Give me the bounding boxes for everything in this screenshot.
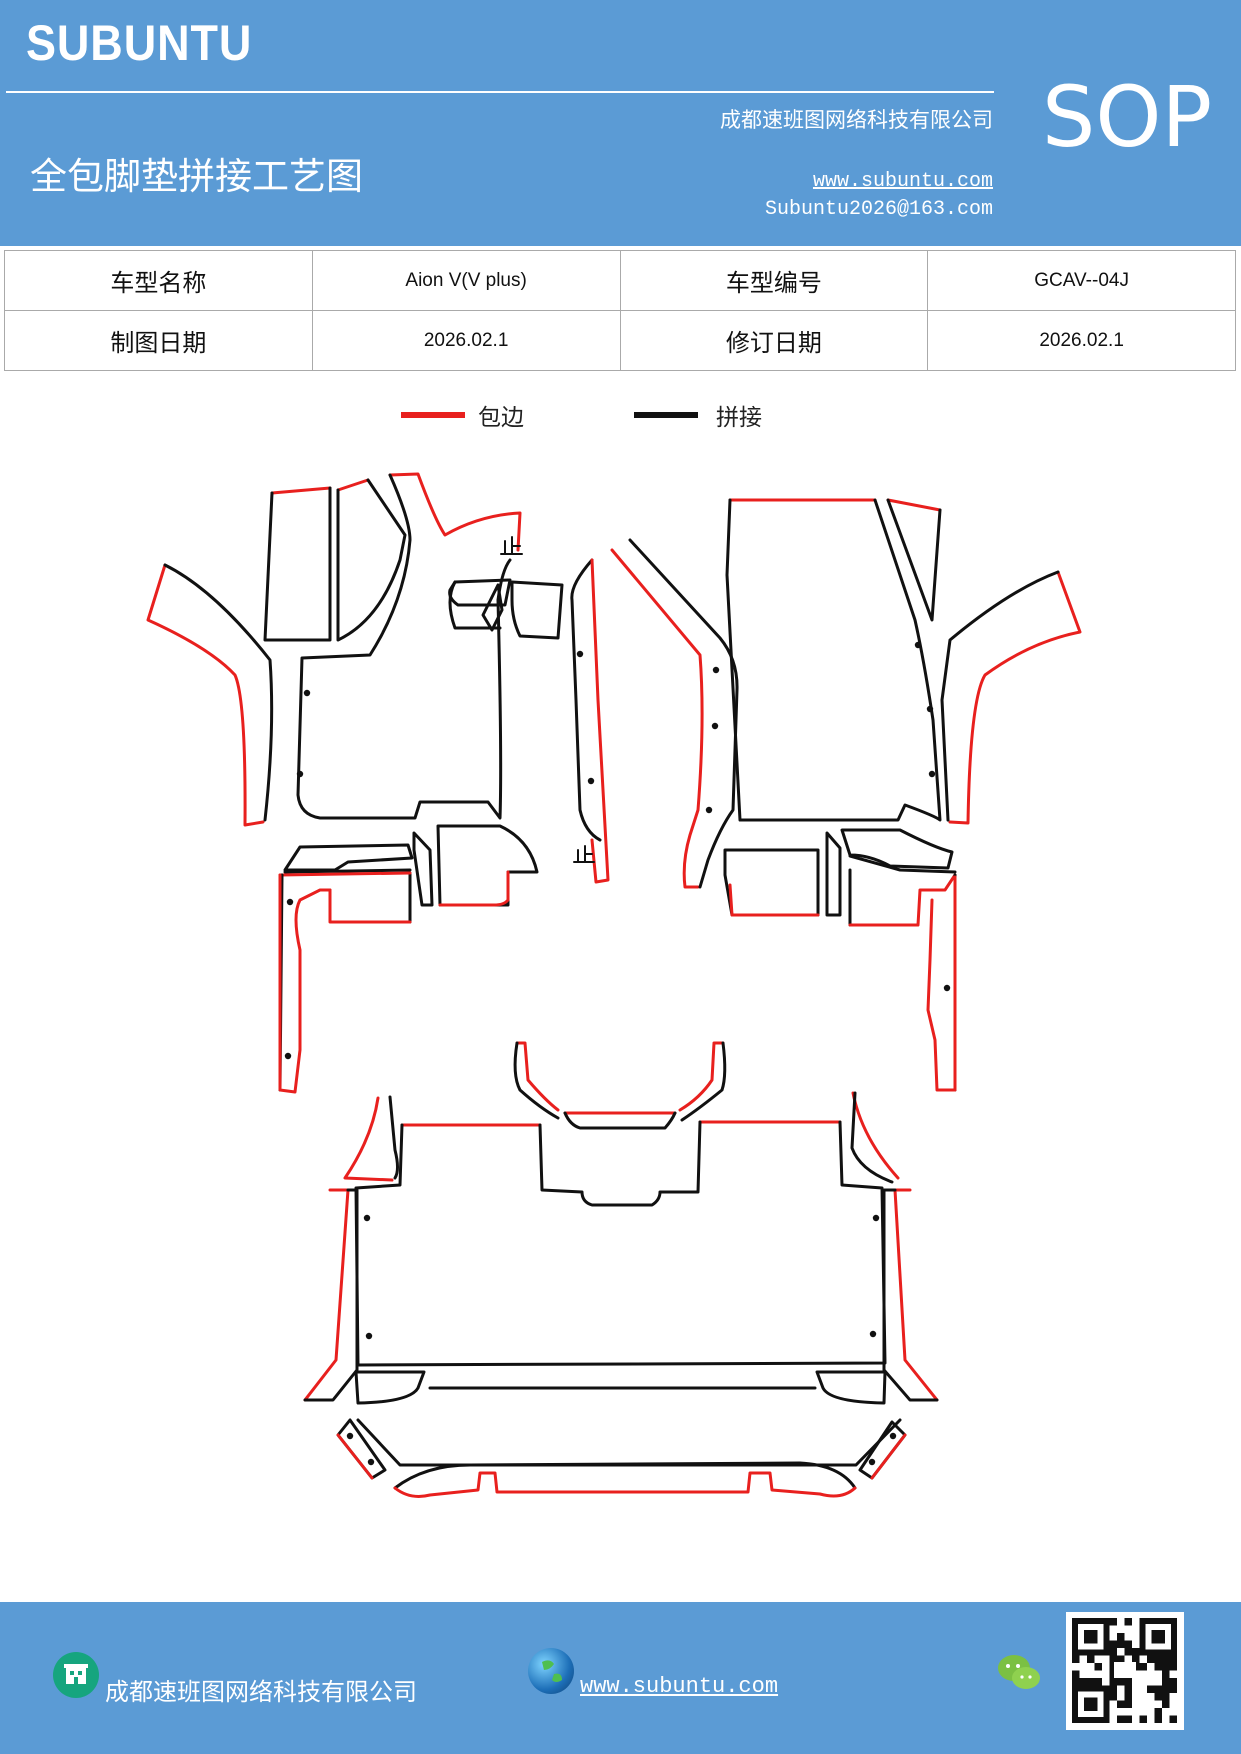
header-email: Subuntu2026@163.com <box>764 198 993 221</box>
footer-company: 成都速班图网络科技有限公司 <box>105 1678 417 1706</box>
legend-seam-swatch <box>634 412 698 418</box>
header-company: 成都速班图网络科技有限公司 <box>720 108 993 132</box>
info-table: 车型名称 Aion V(V plus) 车型编号 GCAV--04J 制图日期 … <box>4 250 1236 371</box>
draw-date-label: 制图日期 <box>4 310 313 371</box>
mat-piece-left-front <box>146 472 564 1094</box>
qr-code-icon <box>1066 1612 1184 1730</box>
page-title: 全包脚垫拼接工艺图 <box>30 155 363 198</box>
stop-marks <box>500 536 595 863</box>
legend: 包边 拼接 <box>0 396 1241 436</box>
model-code-value: GCAV--04J <box>927 250 1236 311</box>
footer-banner: 成都速班图网络科技有限公司 www.subuntu.com <box>0 1602 1241 1754</box>
brand-logo: SUBUNTU <box>26 15 253 71</box>
globe-icon <box>528 1648 574 1694</box>
draw-date-value: 2026.02.1 <box>311 310 621 371</box>
mat-piece-rear <box>303 1041 939 1498</box>
building-icon <box>53 1652 99 1698</box>
sop-label: SOP <box>1042 68 1213 166</box>
revise-date-label: 修订日期 <box>619 310 929 371</box>
header-website-link[interactable]: www.subuntu.com <box>812 170 993 193</box>
legend-edge-swatch <box>401 412 465 418</box>
footer-website-link[interactable]: www.subuntu.com <box>580 1674 779 1699</box>
table-row: 制图日期 2026.02.1 修订日期 2026.02.1 <box>4 310 1236 371</box>
wechat-icon <box>996 1652 1042 1694</box>
floor-mat-drawing <box>146 472 1082 1498</box>
table-row: 车型名称 Aion V(V plus) 车型编号 GCAV--04J <box>4 250 1236 311</box>
model-name-value: Aion V(V plus) <box>311 250 621 311</box>
legend-edge-label: 包边 <box>478 405 524 431</box>
model-code-label: 车型编号 <box>619 250 929 311</box>
model-name-label: 车型名称 <box>4 250 313 311</box>
revise-date-value: 2026.02.1 <box>927 310 1236 371</box>
legend-seam-label: 拼接 <box>716 405 762 431</box>
header-divider <box>6 91 994 93</box>
mat-piece-right-front <box>610 498 1082 1092</box>
header-banner: SUBUNTU 成都速班图网络科技有限公司 全包脚垫拼接工艺图 www.subu… <box>0 0 1241 246</box>
mat-piece-center-strip <box>570 558 610 884</box>
